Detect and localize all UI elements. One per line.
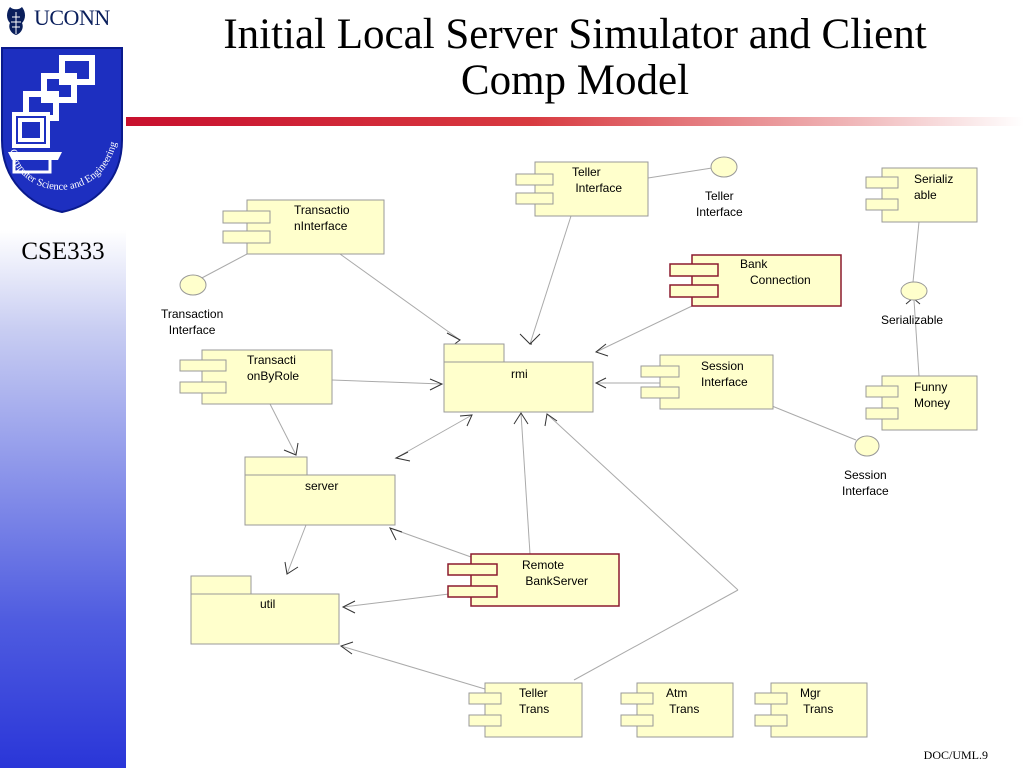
component-teller-trans (468, 682, 583, 738)
label-transaction-by-role: Transacti onByRole (247, 353, 300, 383)
package-server (244, 456, 396, 526)
label-funny-money: Funny Money (914, 380, 951, 410)
interface-session-circle (854, 435, 880, 457)
label-teller-interface: Teller Interface (696, 189, 743, 219)
label-transaction-interface: Transaction Interface (161, 307, 224, 337)
cse-department-logo-icon: Computer Science and Engineering (0, 47, 123, 214)
label-atm-trans: Atm Trans (666, 686, 700, 716)
connectors (197, 167, 920, 690)
interface-transaction-circle (179, 274, 207, 296)
course-label: CSE333 (21, 238, 105, 265)
label-package-rmi: rmi (511, 367, 528, 381)
label-serializable-component: Serializ able (914, 172, 954, 202)
interface-teller-circle (710, 156, 738, 178)
component-serializable (865, 167, 978, 223)
component-atm-trans (620, 682, 734, 738)
component-funny-money (865, 375, 978, 431)
label-teller-interface-component: Teller Interface (572, 165, 623, 195)
component-transaction-by-role (179, 349, 333, 405)
label-bank-connection: Bank Connection (740, 257, 811, 287)
label-package-util: util (260, 597, 276, 611)
component-teller-interface (515, 161, 649, 217)
label-session-interface: Session Interface (842, 468, 889, 498)
diagram-canvas (179, 156, 978, 738)
label-mgr-trans: Mgr Trans (800, 686, 834, 716)
component-session-interface (640, 354, 774, 410)
title-rule (126, 117, 1024, 126)
label-transaction-interface-component: Transactio nInterface (294, 203, 350, 233)
label-remote-bank-server: Remote BankServer (522, 558, 589, 588)
interface-serializable-circle (900, 281, 928, 301)
label-teller-trans: Teller Trans (519, 686, 550, 716)
label-serializable-interface: Serializable (881, 313, 944, 327)
uconn-seal-icon (7, 7, 25, 35)
sidebar: UCONN Computer Science and Engineering C… (0, 0, 126, 768)
component-remote-bank-server (447, 553, 620, 607)
component-transaction-interface (222, 199, 385, 255)
package-rmi (443, 343, 594, 413)
university-name: UCONN (34, 5, 110, 30)
slide-footer: DOC/UML.9 (923, 748, 988, 762)
component-bank-connection (669, 254, 842, 307)
label-session-interface-component: Session Interface (701, 359, 748, 389)
component-diagram: Teller Interface Transactio nInterface B… (126, 126, 1024, 768)
slide-title-line-1: Initial Local Server Simulator and Clien… (223, 11, 927, 58)
slide-title-line-2: Comp Model (460, 57, 690, 104)
component-mgr-trans (754, 682, 868, 738)
slide-title: Initial Local Server Simulator and Clien… (140, 12, 1010, 104)
package-util (190, 575, 340, 645)
label-package-server: server (305, 479, 339, 493)
